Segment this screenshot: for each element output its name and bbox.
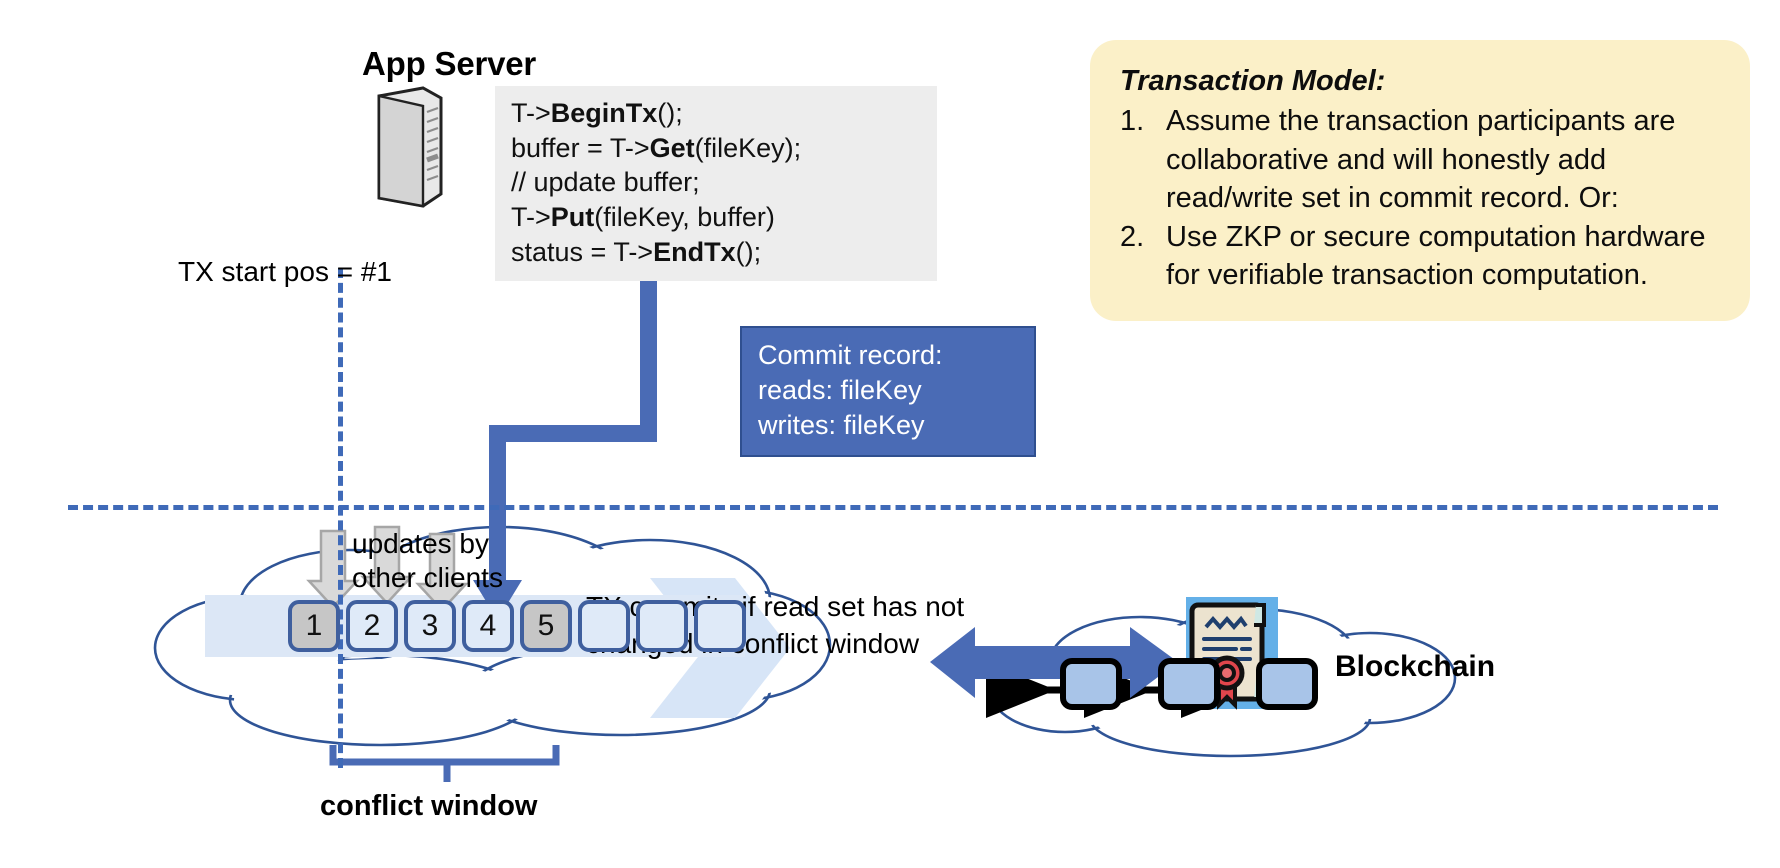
code-line: T->BeginTx(); xyxy=(511,96,921,131)
code-bold: Put xyxy=(550,202,595,233)
code-pre: status = T-> xyxy=(511,236,654,267)
code-line: status = T->EndTx(); xyxy=(511,235,921,270)
list-number: 1. xyxy=(1120,105,1145,138)
code-pre: T-> xyxy=(511,202,551,233)
code-post: (fileKey, buffer) xyxy=(594,202,775,233)
list-text: Use ZKP or secure computation hardware f… xyxy=(1166,221,1706,292)
ledger-block[interactable]: 5 xyxy=(520,600,572,652)
code-post: (); xyxy=(735,236,762,267)
commit-record-box: Commit record: reads: fileKey writes: fi… xyxy=(740,326,1036,458)
ledger-block[interactable]: 1 xyxy=(288,600,340,652)
tx-start-dashed-line xyxy=(338,268,343,768)
tx-start-pos-label: TX start pos = #1 xyxy=(178,256,392,287)
blockchain-node xyxy=(1256,658,1318,710)
conflict-window-brace xyxy=(329,745,560,782)
code-pre: buffer = T-> xyxy=(511,132,650,163)
commit-record-line: writes: fileKey xyxy=(758,410,925,441)
ledger-block[interactable]: 2 xyxy=(346,600,398,652)
app-server-code-block: T->BeginTx(); buffer = T->Get(fileKey); … xyxy=(495,86,937,282)
code-bold: BeginTx xyxy=(550,98,658,128)
ledger-block[interactable] xyxy=(578,600,630,652)
transaction-model-item: 2. Use ZKP or secure computation hardwar… xyxy=(1120,218,1720,295)
ledger-block[interactable] xyxy=(636,600,688,652)
code-post: (); xyxy=(657,98,683,128)
updates-by-other-clients-label: updates by other clients xyxy=(352,528,503,594)
code-line: T->Put(fileKey, buffer) xyxy=(511,200,921,235)
blockchain-node xyxy=(1060,658,1122,710)
ledger-block-row: 1 2 3 4 5 xyxy=(288,600,746,652)
code-bold: Get xyxy=(649,132,695,163)
ledger-block[interactable]: 4 xyxy=(462,600,514,652)
list-text: Assume the transaction participants are … xyxy=(1166,105,1676,214)
commit-record-line: reads: fileKey xyxy=(758,375,922,406)
conflict-window-label: conflict window xyxy=(320,790,538,822)
transaction-model-item: 1. Assume the transaction participants a… xyxy=(1120,102,1720,217)
blockchain-label: Blockchain xyxy=(1335,650,1496,683)
commit-record-line: Commit record: xyxy=(758,340,943,370)
transaction-model-list: 1. Assume the transaction participants a… xyxy=(1120,102,1720,294)
code-line: // update buffer; xyxy=(511,165,921,200)
layer-separator-dashed-line xyxy=(68,505,1718,510)
code-line: buffer = T->Get(fileKey); xyxy=(511,131,921,166)
transaction-model-box: Transaction Model: 1. Assume the transac… xyxy=(1090,40,1750,321)
blockchain-node xyxy=(1158,658,1220,710)
code-bold: EndTx xyxy=(653,236,736,267)
code-post: (fileKey); xyxy=(694,132,802,163)
transaction-model-title: Transaction Model: xyxy=(1120,65,1386,97)
list-number: 2. xyxy=(1120,221,1145,254)
sync-double-arrow xyxy=(930,627,1178,698)
ledger-block[interactable]: 3 xyxy=(404,600,456,652)
app-server-title: App Server xyxy=(362,45,537,82)
server-tower-icon xyxy=(377,86,443,208)
code-pre: // update buffer; xyxy=(511,167,700,198)
ledger-block[interactable] xyxy=(694,600,746,652)
code-pre: T-> xyxy=(511,98,551,128)
